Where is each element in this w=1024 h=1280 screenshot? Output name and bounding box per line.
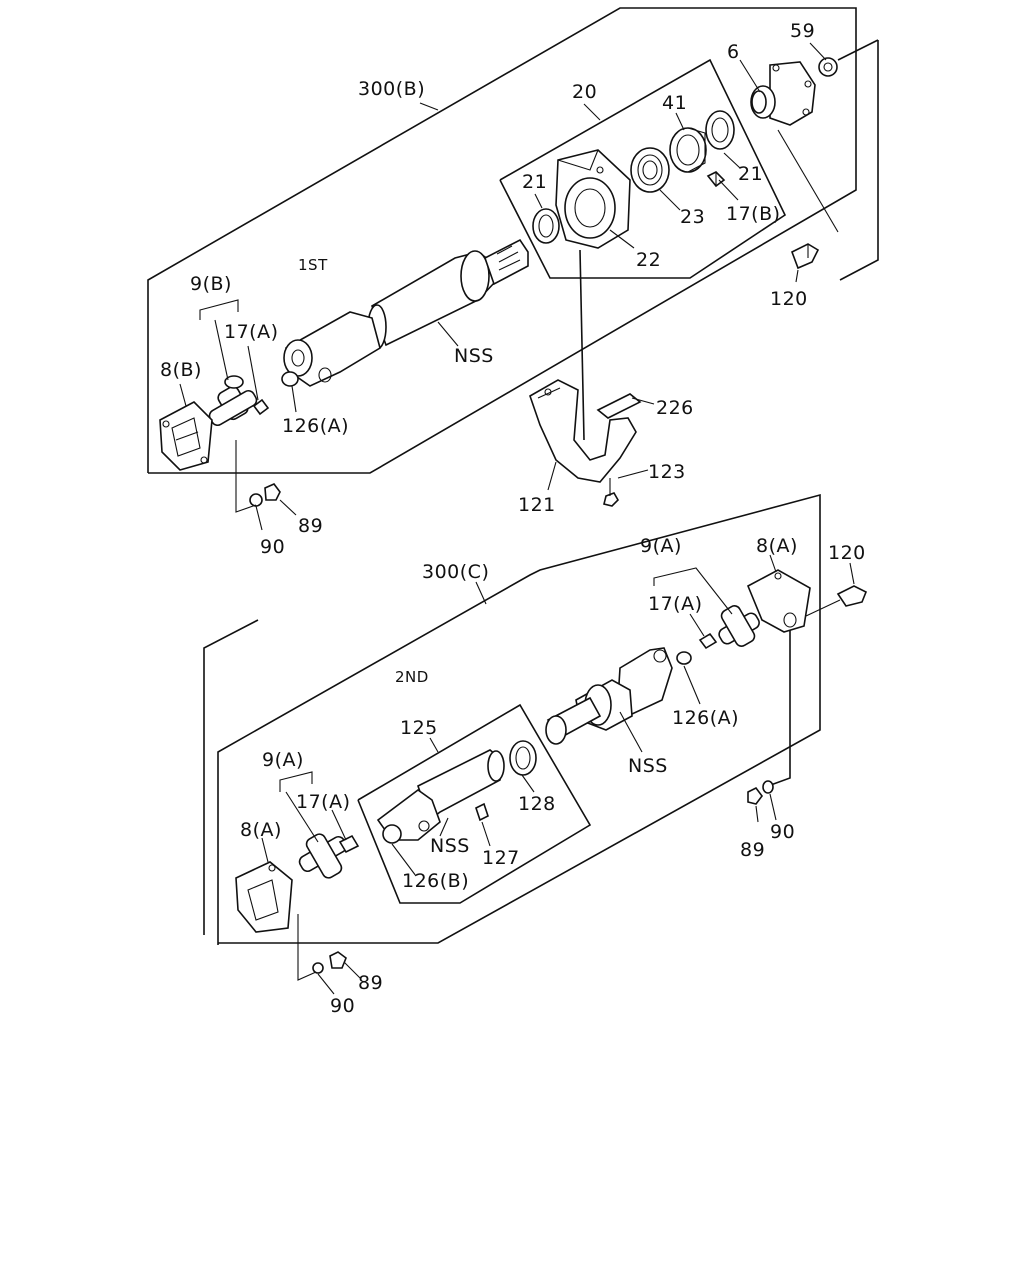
spider-part-9a-right [718,605,760,647]
label-21-right: 21 [738,163,763,185]
label-17a-left: 17(A) [296,791,351,813]
label-41: 41 [662,92,687,114]
label-300c: 300(C) [422,561,489,583]
plate-part-226 [596,393,642,419]
nut-washer-1st [249,483,281,507]
label-128: 128 [518,793,556,815]
label-120-right: 120 [828,542,866,564]
spider-part-9b [208,375,258,427]
ring-part-128 [509,740,537,776]
label-stage-2nd: 2ND [395,668,429,686]
slip-yoke-part-125 [376,749,505,844]
grease-nipple-part-17a-1st [252,398,270,416]
hanger-bracket-part-121 [529,379,637,483]
bolt-part-120-top [790,243,820,270]
grease-nipple-part-17a-left [338,834,360,854]
label-9a-left: 9(A) [262,749,304,771]
plug-part-126a-2nd [676,651,692,665]
label-8a-right: 8(A) [756,535,798,557]
label-8a-left: 8(A) [240,819,282,841]
label-126b: 126(B) [402,870,469,892]
flange-yoke-part-8a-left [235,861,293,933]
label-17a-right: 17(A) [648,593,703,615]
label-127: 127 [482,847,520,869]
label-nss-left: NSS [430,835,470,857]
label-126a-2nd: 126(A) [672,707,739,729]
label-23: 23 [680,206,705,228]
flange-part-6 [750,61,816,126]
label-125: 125 [400,717,438,739]
bolt-part-123 [603,478,619,507]
bearing-part-23 [630,147,670,193]
grease-nipple-part-17a-right [698,632,718,650]
seal-part-21-right [705,110,735,150]
label-89-right: 89 [740,839,765,861]
nut-washer-2nd-left [312,951,347,974]
label-89-1st: 89 [298,515,323,537]
flange-yoke-part-8a-right [746,569,811,633]
label-17a-1st: 17(A) [224,321,279,343]
spider-part-9a-left [298,833,348,879]
seal-part-21-left [532,208,560,244]
yoke-1st [283,311,381,387]
label-300b: 300(B) [358,78,425,100]
nut-part-59 [818,57,838,77]
label-9b: 9(B) [190,273,232,295]
grease-nipple-part-127 [475,802,489,822]
label-9a-right: 9(A) [640,535,682,557]
slip-yoke-frame [357,703,592,904]
bolt-part-120-right [836,585,868,607]
label-126a-1st: 126(A) [282,415,349,437]
nut-washer-2nd-right [747,780,774,805]
label-20: 20 [572,81,597,103]
grease-nipple-part-17b [706,171,726,188]
group-2nd-frame [203,493,821,945]
housing-part-22 [555,149,631,249]
flange-yoke-part-8b [159,401,213,471]
shaft-tube-2nd [545,679,633,745]
label-89-left: 89 [358,972,383,994]
label-90-1st: 90 [260,536,285,558]
label-120-top: 120 [770,288,808,310]
label-21-left: 21 [522,171,547,193]
center-bearing-frame [499,58,787,279]
group-1st-shaft: 59 6 300(B) 20 41 21 21 23 17(B) 22 1ST … [147,7,879,558]
label-nss-right: NSS [628,755,668,777]
group-2nd-shaft: 9(A) 8(A) 120 300(C) 17(A) 2ND 126(A) 12… [203,493,868,1017]
label-22: 22 [636,249,661,271]
label-nss-1st: NSS [454,345,494,367]
label-6: 6 [727,41,740,63]
label-8b: 8(B) [160,359,202,381]
label-121: 121 [518,494,556,516]
cover-part-41 [669,127,707,173]
label-90-left: 90 [330,995,355,1017]
label-123: 123 [648,461,686,483]
label-226: 226 [656,397,694,419]
group-1st-frame [147,7,879,474]
leader-lines-2nd [261,554,855,995]
shaft-tube-1st [367,238,529,350]
label-90-right: 90 [770,821,795,843]
leader-lines-1st [179,42,827,531]
plug-part-126a-1st [281,371,299,387]
label-17b: 17(B) [726,203,781,225]
label-59: 59 [790,20,815,42]
label-stage-1st: 1ST [298,256,328,274]
